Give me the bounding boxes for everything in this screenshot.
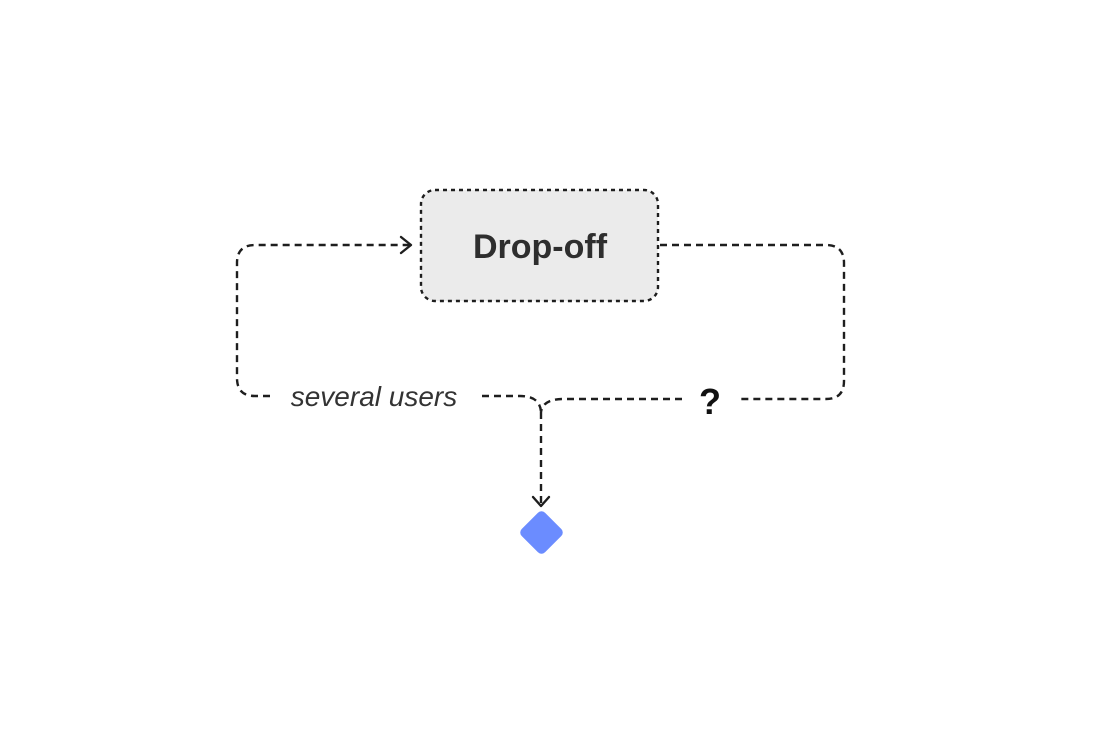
arrowhead-icon (399, 235, 413, 255)
arrowhead-icon (531, 495, 551, 508)
question-label: ? (699, 381, 721, 422)
question-connector-segment (539, 397, 682, 413)
several-users-connector-line (235, 243, 410, 398)
drop-off-node-box (419, 188, 660, 303)
several-users-label: several users (291, 381, 458, 412)
question-connector-line (660, 243, 846, 401)
question-connector[interactable]: ? (539, 243, 846, 422)
merged-connector (531, 412, 551, 508)
drop-off-node-label: Drop-off (473, 228, 608, 266)
diamond-icon[interactable] (518, 509, 565, 556)
drop-off-node[interactable]: Drop-off (419, 188, 660, 303)
several-users-connector-segment (482, 394, 543, 413)
